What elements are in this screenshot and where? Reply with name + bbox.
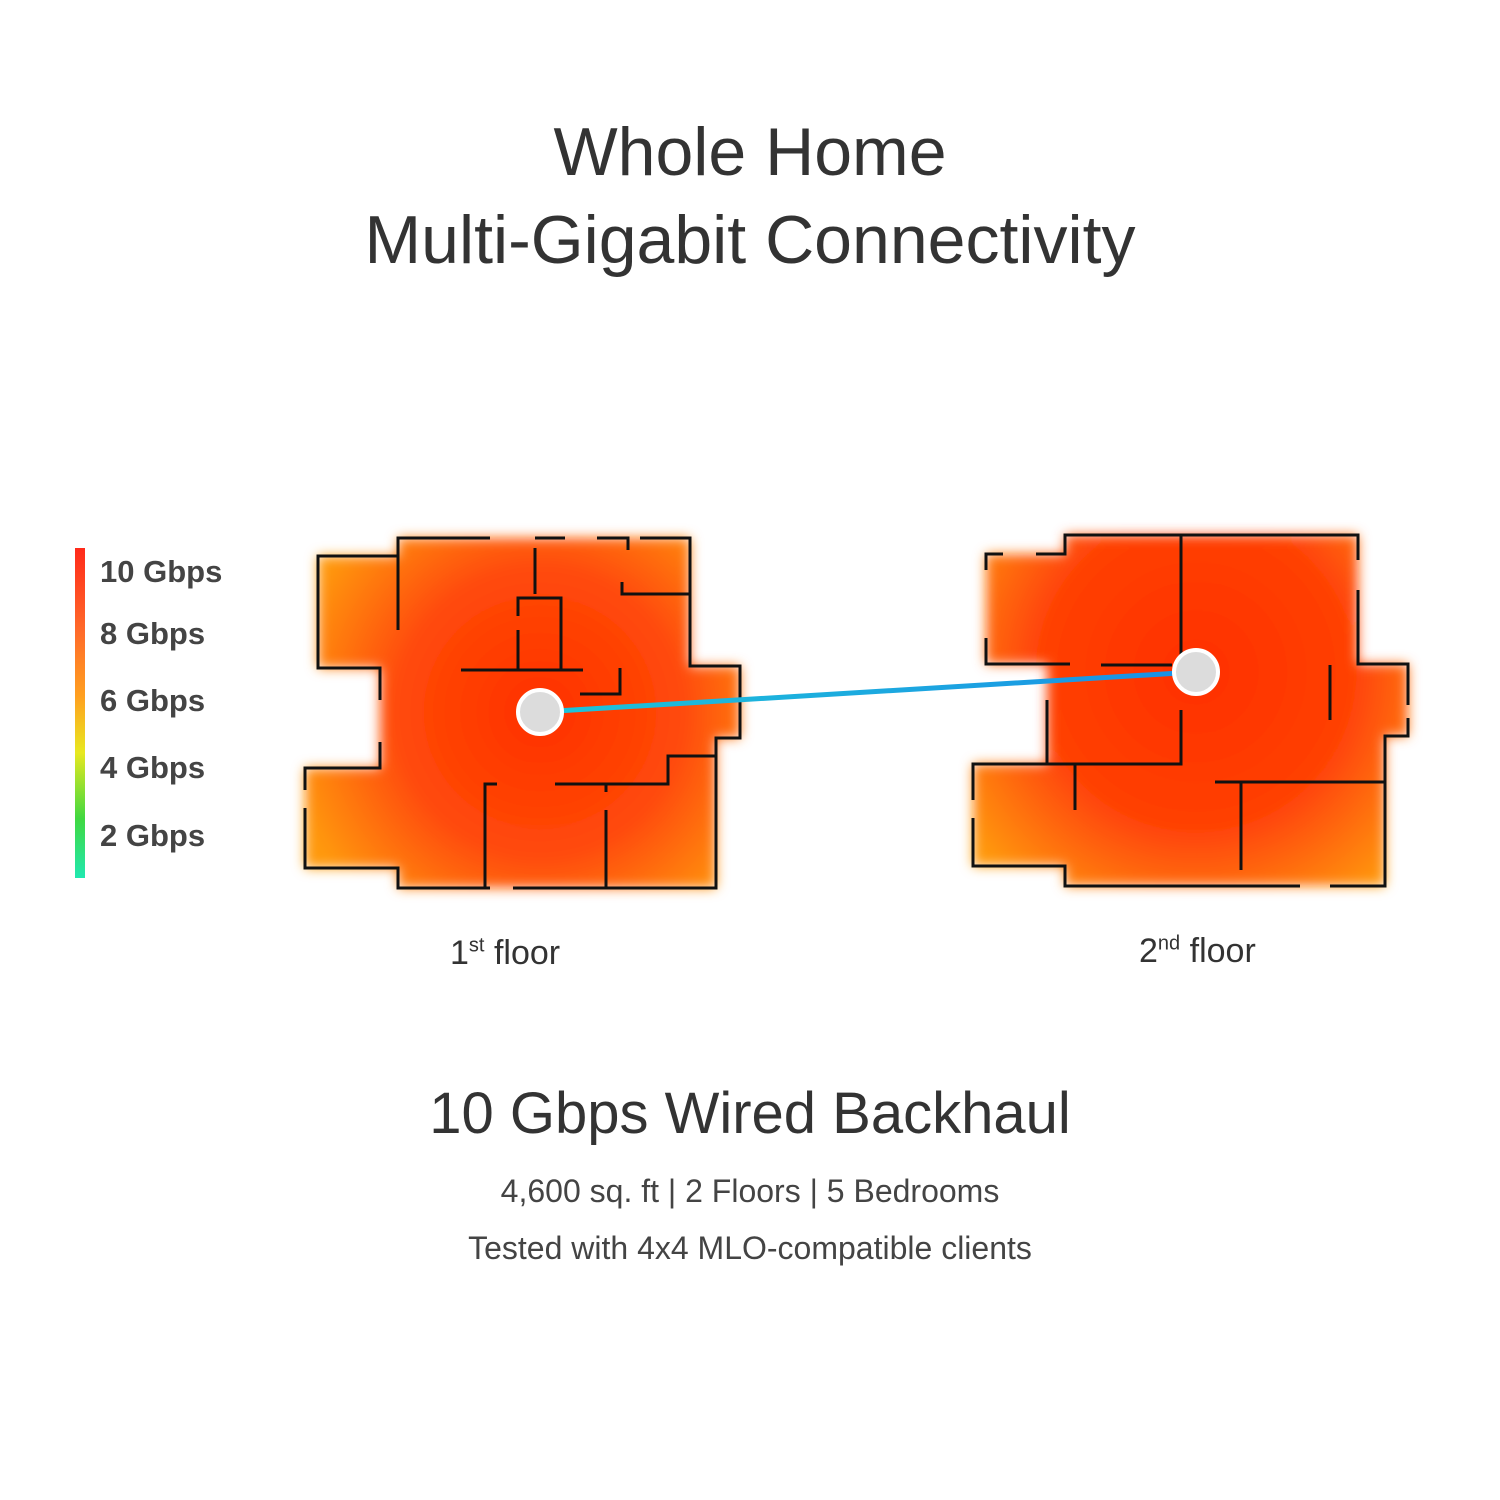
floor-number: 2 [1139,932,1158,970]
first-floor-node [516,688,564,736]
legend-label-2: 2 Gbps [100,818,206,853]
second-floor-heatmap [973,535,1408,886]
legend-label-10: 10 Gbps [100,554,223,589]
floor-word: floor [1189,932,1256,970]
floor-ordinal: st [468,934,485,957]
floor-number: 1 [450,934,469,972]
wired-backhaul-link [539,669,1197,715]
backhaul-headline: 10 Gbps Wired Backhaul [429,1081,1071,1146]
legend-label-6: 6 Gbps [100,683,206,718]
speed-legend-gradient-bar [75,548,85,878]
second-floor-plan [971,533,1410,888]
legend-label-4: 4 Gbps [100,750,206,785]
second-floor-node [1172,648,1220,696]
test-conditions: Tested with 4x4 MLO-compatible clients [468,1230,1032,1266]
second-floor-walls [971,533,1410,888]
second-floor-label: 2nd floor [1139,932,1256,971]
floor-word: floor [493,934,561,972]
home-specs: 4,600 sq. ft | 2 Floors | 5 Bedrooms [500,1173,1000,1209]
floor-ordinal: nd [1157,932,1181,955]
title-line-1: Whole Home [553,114,947,190]
first-floor-label: 1st floor [450,934,560,973]
title-line-2: Multi-Gigabit Connectivity [364,202,1136,278]
legend-label-8: 8 Gbps [100,616,206,651]
first-floor-walls [303,536,742,890]
